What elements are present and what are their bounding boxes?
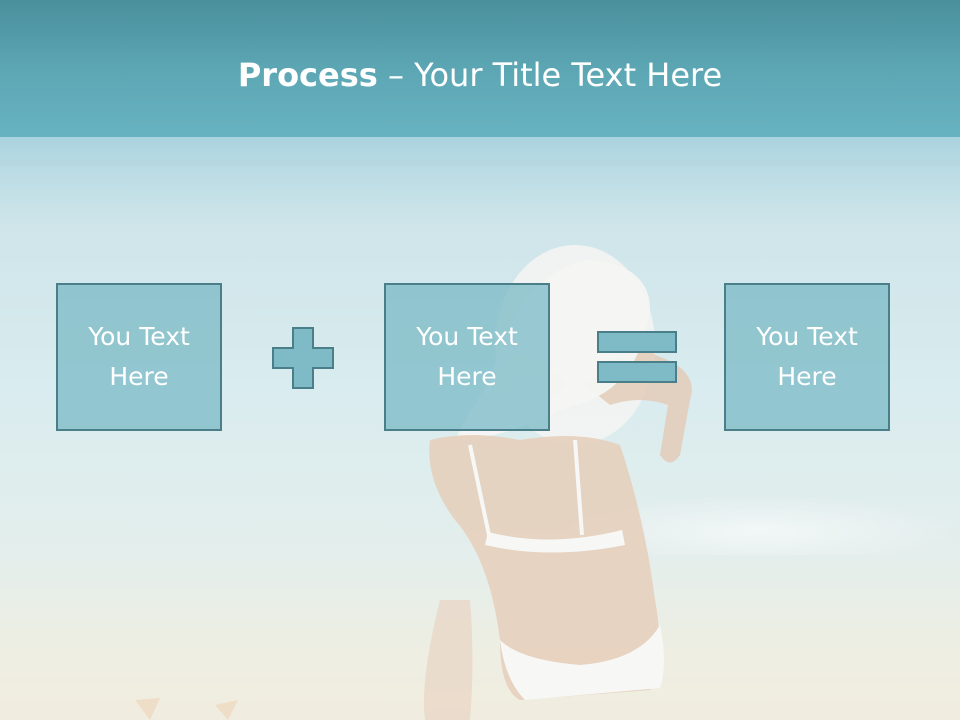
header-band bbox=[0, 0, 960, 137]
process-box-3: You Text Here bbox=[724, 283, 890, 431]
equals-icon bbox=[597, 331, 677, 383]
title-rest: – Your Title Text Here bbox=[377, 56, 723, 94]
title-bold: Process bbox=[237, 56, 378, 94]
process-box-1-text: You Text Here bbox=[88, 322, 190, 391]
horizon-line bbox=[0, 160, 960, 166]
process-box-2-text: You Text Here bbox=[416, 322, 518, 391]
plus-icon bbox=[272, 327, 334, 389]
process-box-1: You Text Here bbox=[56, 283, 222, 431]
process-box-3-text: You Text Here bbox=[756, 322, 858, 391]
process-box-2: You Text Here bbox=[384, 283, 550, 431]
slide-title: Process – Your Title Text Here bbox=[0, 53, 960, 97]
